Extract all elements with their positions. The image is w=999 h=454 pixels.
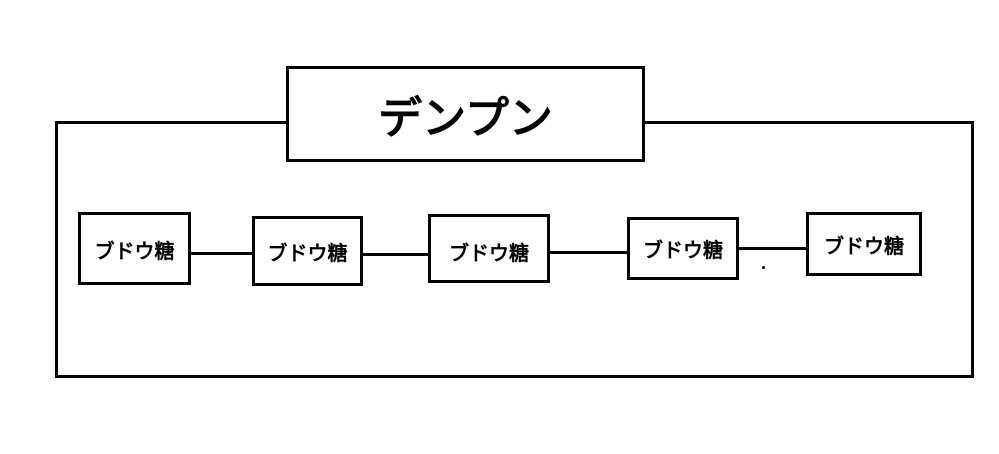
title-box: デンプン bbox=[286, 66, 645, 162]
glucose-node-label: ブドウ糖 bbox=[824, 233, 904, 258]
glucose-node-3: ブドウ糖 bbox=[428, 214, 550, 283]
glucose-node-2: ブドウ糖 bbox=[252, 216, 363, 286]
glucose-node-label: ブドウ糖 bbox=[643, 238, 723, 262]
connector-line bbox=[363, 253, 428, 256]
connector-line bbox=[550, 251, 627, 254]
connector-line bbox=[739, 247, 806, 250]
glucose-node-label: ブドウ糖 bbox=[267, 240, 348, 265]
title-label: デンプン bbox=[378, 93, 553, 144]
glucose-node-1: ブドウ糖 bbox=[78, 212, 191, 285]
glucose-node-5: ブドウ糖 bbox=[806, 212, 922, 276]
glucose-node-label: ブドウ糖 bbox=[94, 239, 175, 263]
glucose-node-label: ブドウ糖 bbox=[449, 241, 529, 265]
connector-line bbox=[191, 252, 252, 255]
glucose-node-4: ブドウ糖 bbox=[627, 217, 739, 280]
stray-dot bbox=[762, 266, 765, 269]
